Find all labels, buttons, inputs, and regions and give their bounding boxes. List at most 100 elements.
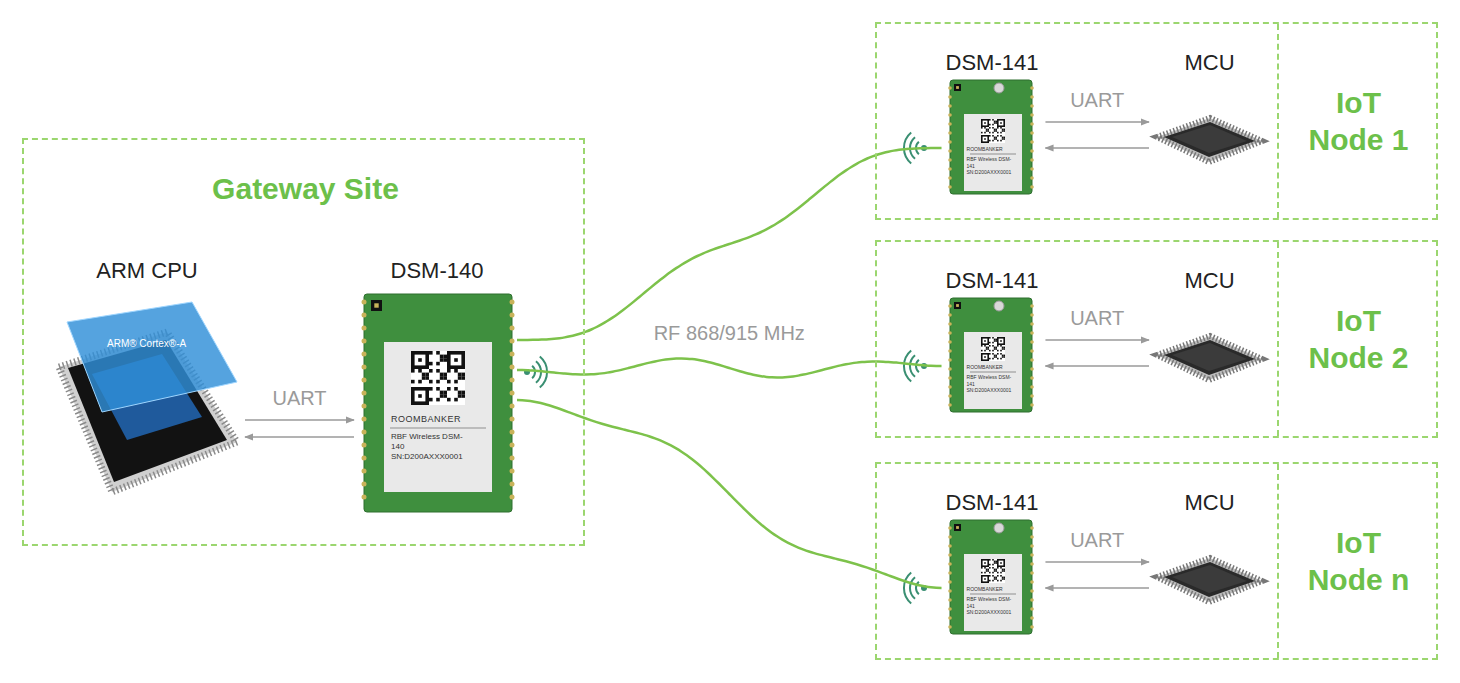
qr-cell — [1000, 358, 1002, 360]
rf-module: DSM-140ROOMBANKERRBF Wireless DSM-140 SN… — [357, 254, 517, 516]
uart-arrow — [1045, 587, 1149, 589]
castellation — [948, 176, 952, 180]
uart-arrow — [1045, 121, 1149, 123]
sticker-rule — [970, 372, 1016, 373]
qr-cell — [458, 373, 462, 377]
qr-cell — [440, 376, 444, 380]
qr-cell — [447, 369, 451, 373]
rf-link — [517, 358, 942, 377]
part-name: DSM-140 — [391, 258, 484, 283]
castellation — [948, 385, 952, 389]
castellation — [1030, 553, 1034, 557]
qr-cell — [989, 345, 991, 347]
castellation — [1030, 403, 1034, 407]
qr-cell — [997, 350, 999, 352]
castellation — [1030, 104, 1034, 108]
qr-cell — [994, 137, 996, 139]
qr-cell — [986, 569, 988, 571]
qr-finder — [1000, 562, 1002, 564]
qr-cell — [992, 567, 994, 569]
castellation — [510, 326, 515, 331]
castellation — [948, 553, 952, 557]
castellation — [510, 456, 515, 461]
castellation — [510, 378, 515, 383]
module-label: RBF Wireless DSM-140 SN:D200AXXX0001 — [391, 432, 471, 462]
castellation — [948, 376, 952, 380]
castellation — [1030, 122, 1034, 126]
qr-cell — [994, 138, 996, 140]
qr-finder — [983, 137, 988, 142]
qr-cell — [422, 376, 426, 380]
qr-finder — [997, 337, 1005, 345]
label-sticker — [964, 114, 1022, 191]
castellation — [1030, 304, 1034, 308]
qr-cell — [994, 339, 996, 341]
qr-cell — [997, 353, 999, 355]
castellation — [948, 625, 952, 629]
qr-cell — [1002, 138, 1004, 140]
qr-cell — [986, 129, 988, 131]
sticker-rule — [970, 154, 1016, 155]
chip-body — [1164, 340, 1255, 375]
cpu-chip: ARM CPUARM® Cortex®-A — [52, 252, 242, 497]
qr-cell — [992, 132, 994, 134]
qr-cell — [995, 570, 997, 572]
signal-name: UART — [1066, 307, 1128, 330]
castellation — [510, 352, 515, 357]
qr-cell — [995, 356, 997, 358]
castellation — [948, 589, 952, 593]
qr-cell — [994, 348, 996, 350]
node-title: IoT Node 2 — [1277, 302, 1440, 377]
antenna-connector — [994, 83, 1004, 93]
qr-cell — [984, 127, 986, 129]
castellation — [362, 482, 367, 487]
qr-cell — [1000, 350, 1002, 352]
qr-cell — [422, 373, 426, 377]
signal-name: UART — [1066, 89, 1128, 112]
qr-cell — [1000, 135, 1002, 137]
castellation — [948, 322, 952, 326]
module-label: RBF Wireless DSM-141 SN:D200AXXX0001 — [967, 156, 1017, 176]
qr-cell — [984, 572, 986, 574]
qr-cell — [995, 121, 997, 123]
qr-ground — [411, 351, 465, 405]
qr-cell — [443, 355, 447, 359]
qr-cell — [418, 369, 422, 373]
qr-cell — [994, 577, 996, 579]
label-sticker — [964, 332, 1022, 409]
qr-cell — [443, 376, 447, 380]
qr-cell — [461, 373, 465, 377]
qr-finder — [411, 351, 429, 369]
qr-ground — [981, 559, 1005, 583]
castellation — [948, 526, 952, 530]
qr-cell — [995, 339, 997, 341]
castellation — [948, 358, 952, 362]
castellation — [362, 352, 367, 357]
qr-finder — [981, 135, 989, 143]
qr-cell — [443, 394, 447, 398]
region-divider — [1277, 242, 1279, 436]
qr-finder — [451, 355, 462, 366]
brand-label: ROOMBANKER — [967, 147, 1003, 153]
rf-module: DSM-141ROOMBANKERRBF Wireless DSM-141 SN… — [942, 42, 1043, 202]
qr-finder — [984, 578, 986, 580]
castellation — [1030, 113, 1034, 117]
castellation — [510, 417, 515, 422]
qr-cell — [461, 376, 465, 380]
chip-pins — [1157, 336, 1262, 380]
qr-cell — [995, 562, 997, 564]
castellation — [510, 482, 515, 487]
module-label: RBF Wireless DSM-141 SN:D200AXXX0001 — [967, 374, 1017, 394]
qr-cell — [1002, 137, 1004, 139]
qr-cell — [1002, 578, 1004, 580]
part-name: ARM CPU — [96, 258, 197, 283]
castellation — [1030, 607, 1034, 611]
qr-cell — [984, 132, 986, 134]
castellation — [948, 113, 952, 117]
qr-cell — [447, 387, 451, 391]
radio-arc — [904, 351, 911, 382]
castellation — [510, 404, 515, 409]
qr-cell — [429, 398, 433, 402]
castellation — [1030, 367, 1034, 371]
qr-cell — [1000, 140, 1002, 142]
